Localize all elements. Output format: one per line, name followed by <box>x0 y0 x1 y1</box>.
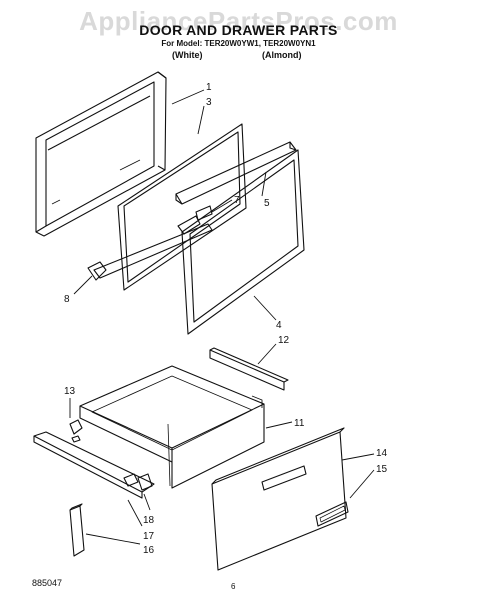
callout-13: 13 <box>64 386 76 397</box>
door-outer-panel <box>35 71 167 237</box>
callout-17: 17 <box>143 531 155 542</box>
drawer-body <box>79 365 265 489</box>
door-top-trim <box>175 141 297 205</box>
watermark: AppliancePartsPros.com <box>79 6 398 36</box>
callout-8: 8 <box>64 294 70 305</box>
finish-almond-label: (Almond) <box>262 50 302 60</box>
callout-12: 12 <box>278 335 290 346</box>
drawer-rear-rail <box>209 347 289 391</box>
drawer-roller <box>69 419 83 443</box>
model-line: For Model: TER20W0YW1, TER20W0YN1 <box>161 39 316 48</box>
callout-16: 16 <box>143 545 155 556</box>
drawer-handle <box>315 501 349 527</box>
drawer-side-rail <box>33 431 155 499</box>
callout-4: 4 <box>276 320 282 331</box>
callout-3: 3 <box>206 97 212 108</box>
callout-7: 7 <box>234 195 240 206</box>
callout-14: 14 <box>376 448 388 459</box>
drawer-side-trim <box>69 503 85 557</box>
callout-15: 15 <box>376 464 388 475</box>
page-number: 6 <box>231 582 236 591</box>
page-title: DOOR AND DRAWER PARTS <box>139 22 338 38</box>
callout-numbers: 1 3 7 5 8 4 12 13 11 14 15 18 17 16 <box>64 82 388 556</box>
door-gasket-frame <box>181 149 305 335</box>
drawer-front-panel <box>211 427 347 571</box>
callout-5: 5 <box>264 198 270 209</box>
callout-18: 18 <box>143 515 155 526</box>
callout-11: 11 <box>294 418 305 429</box>
leader-lines <box>69 89 375 545</box>
finish-white-label: (White) <box>172 50 203 60</box>
door-glass-frame <box>117 123 247 291</box>
document-number: 885047 <box>32 578 63 588</box>
callout-1: 1 <box>206 82 212 93</box>
